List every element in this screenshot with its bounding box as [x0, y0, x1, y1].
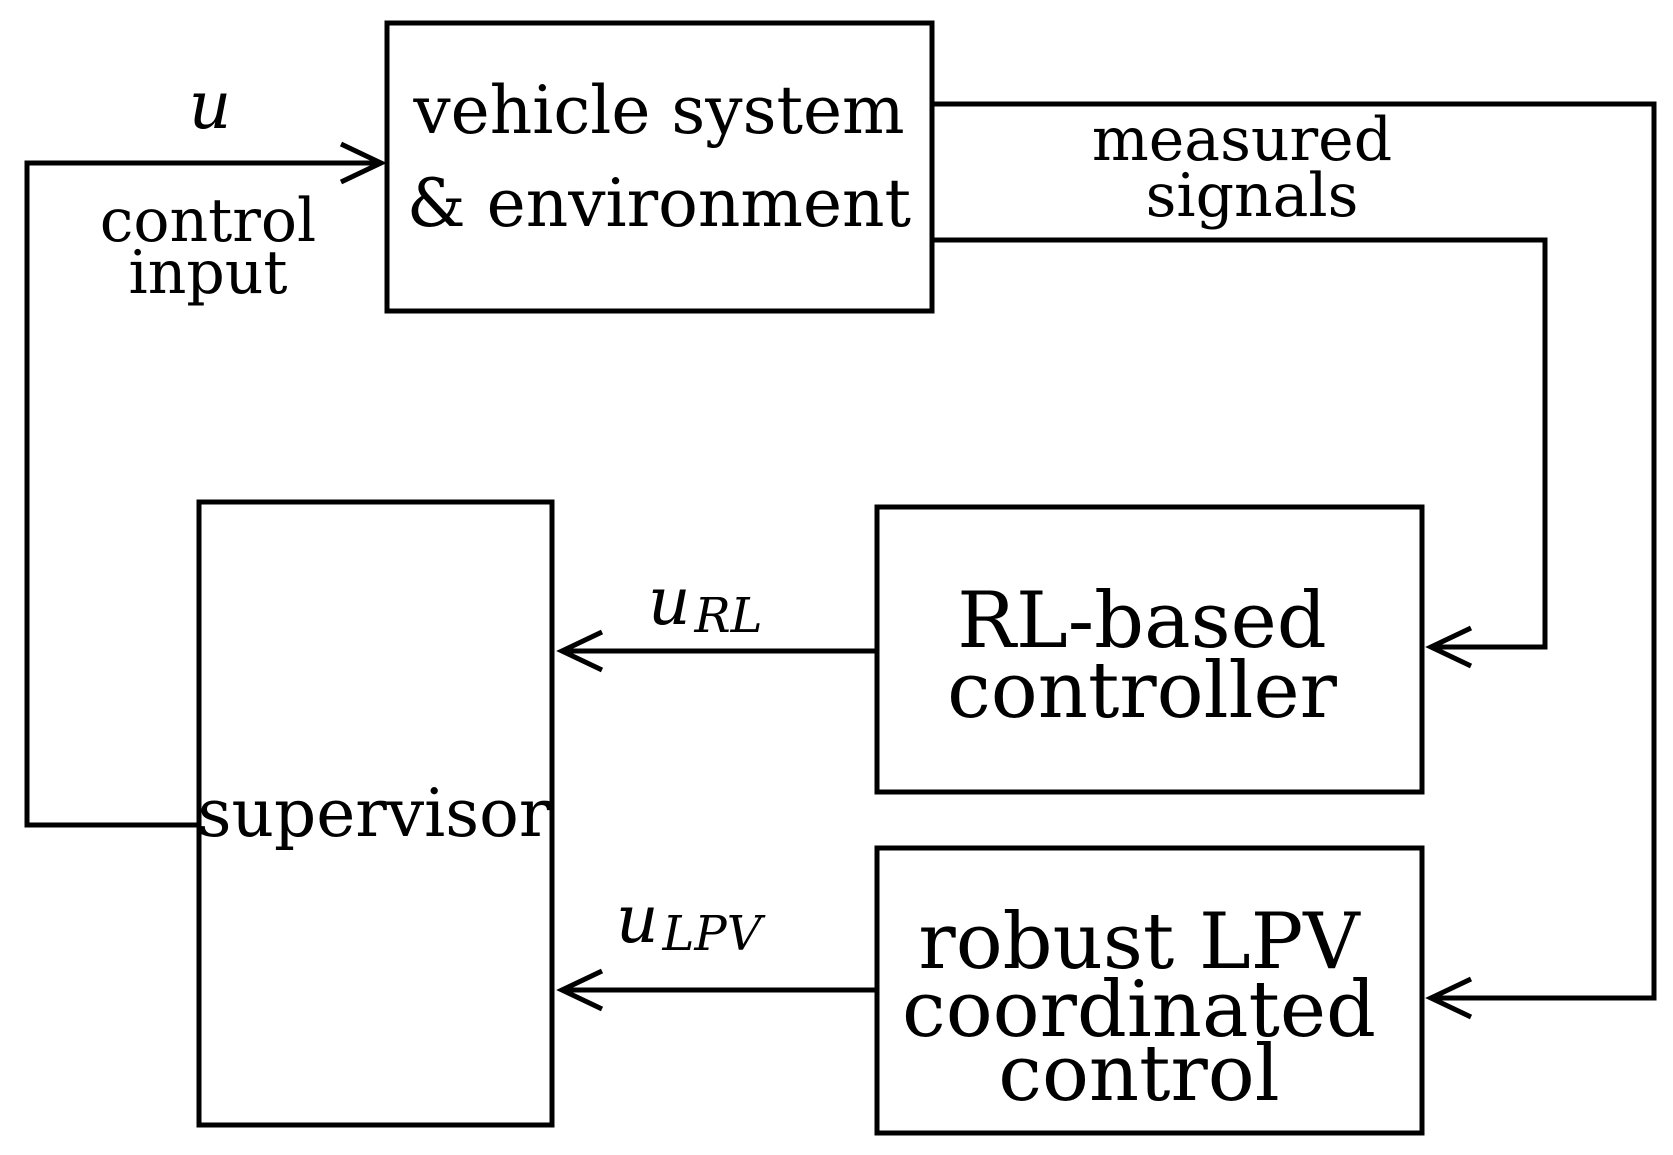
control-input-caption-line2: input: [129, 238, 288, 308]
u-rl-arrowhead: [556, 629, 604, 673]
measured-to-rl-arrowhead: [1425, 625, 1473, 669]
u-rl-symbol: u: [648, 563, 691, 640]
measured-to-lpv-wire: [932, 101, 1657, 1001]
vehicle-block-label-line1: vehicle system: [412, 72, 904, 149]
vehicle-block-label-line2: & environment: [407, 165, 911, 242]
control-input-arrowhead: [339, 141, 387, 185]
u-lpv-label: uLPV: [616, 881, 766, 962]
measured-to-rl-wire: [932, 237, 1548, 650]
control-input-wire: [24, 160, 377, 828]
measured-signals-caption-line2: signals: [1146, 161, 1359, 231]
lpv-controller-label-line2: coordinated: [902, 965, 1376, 1055]
u-lpv-arrowhead: [556, 968, 604, 1012]
lpv-controller-label-line1: robust LPV: [918, 897, 1361, 987]
measured-signals-caption-line1: measured: [1092, 105, 1392, 175]
u-lpv-symbol: u: [616, 881, 659, 958]
supervisor-block: [196, 499, 555, 1128]
u-rl-label: uRL: [648, 563, 763, 644]
supervisor-label: supervisor: [198, 775, 551, 852]
vehicle-system-block: [384, 20, 935, 314]
u-rl-subscript: RL: [694, 588, 763, 644]
u-lpv-subscript: LPV: [662, 906, 766, 962]
measured-to-lpv-arrowhead: [1425, 976, 1473, 1020]
lpv-controller-block: [874, 845, 1425, 1136]
control-input-symbol: u: [189, 67, 232, 144]
control-input-caption-line1: control: [100, 186, 316, 256]
rl-controller-label-line1: RL-based: [957, 576, 1326, 666]
lpv-controller-label-line3: control: [998, 1029, 1279, 1119]
rl-controller-label-line2: controller: [947, 646, 1338, 736]
rl-controller-block: [874, 504, 1425, 795]
